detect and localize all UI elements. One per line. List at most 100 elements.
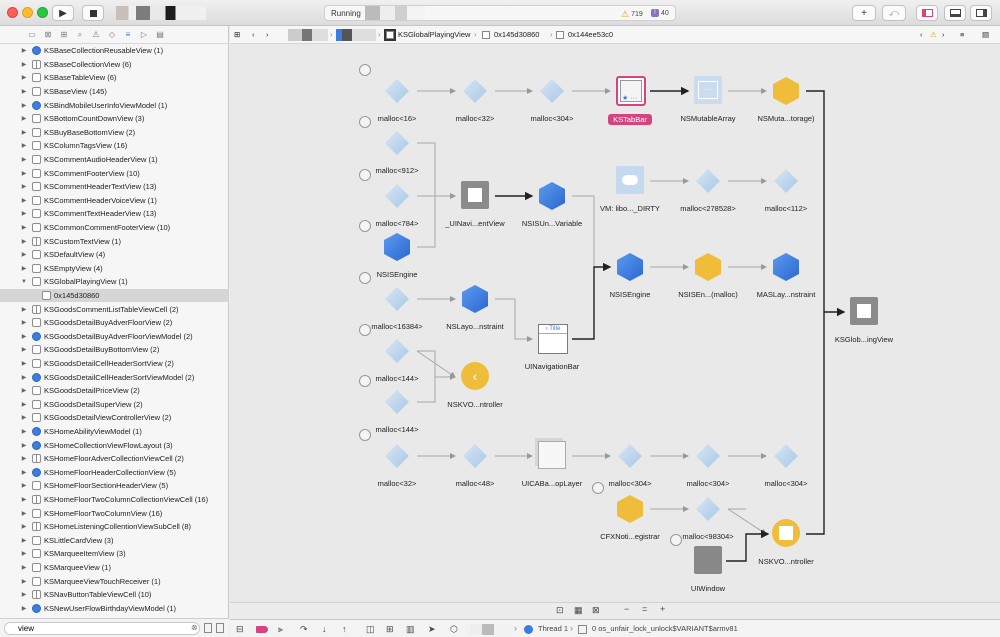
sidebar-item[interactable]: ▶KSMarqueeViewTouchReceiver (1) xyxy=(0,574,229,588)
disclosure-collapsed-icon[interactable]: ▶ xyxy=(21,469,27,476)
sidebar-item[interactable]: ▶KSCommentFooterView (10) xyxy=(0,166,229,180)
zoom-in-icon[interactable]: + xyxy=(660,604,666,614)
toggle-navigator-button[interactable] xyxy=(916,5,938,21)
disclosure-collapsed-icon[interactable]: ▶ xyxy=(21,497,27,504)
sidebar-item[interactable]: ▶KSHomeFloorHeaderCollectionView (5) xyxy=(0,466,229,480)
environment-overrides-icon[interactable]: ▥ xyxy=(406,624,415,634)
sidebar-item[interactable]: ▼KSGlobalPlayingView (1) xyxy=(0,275,229,289)
issues-badge[interactable]: ! 40 xyxy=(651,9,669,17)
sidebar-item[interactable]: ▶KSNewUserFlowBirthdayViewModel (1) xyxy=(0,602,229,614)
symbol-icon[interactable]: ⊞ xyxy=(60,30,68,39)
filter-option-icon[interactable] xyxy=(204,623,212,633)
disclosure-collapsed-icon[interactable]: ▶ xyxy=(21,129,27,136)
forward-icon[interactable]: › xyxy=(266,30,269,39)
app-icon[interactable]: ⬡ xyxy=(450,624,458,634)
step-out-icon[interactable]: ↑ xyxy=(342,624,347,634)
step-in-icon[interactable]: ↓ xyxy=(322,624,327,634)
disclosure-collapsed-icon[interactable]: ▶ xyxy=(21,483,27,490)
sidebar-item[interactable]: ▶KSGoodsDetailPriceView (2) xyxy=(0,384,229,398)
sidebar-item[interactable]: ▶KSBindMobileUserInfoViewModel (1) xyxy=(0,98,229,112)
sidebar-item[interactable]: ▶KSGoodsCommentListTableViewCell (2) xyxy=(0,302,229,316)
disclosure-collapsed-icon[interactable]: ▶ xyxy=(21,333,27,340)
filter-input[interactable] xyxy=(4,622,200,635)
breakpoint-icon[interactable]: ▷ xyxy=(140,30,148,39)
sidebar-item[interactable]: ▶KSGoodsDetailBuyAdverFloorViewModel (2) xyxy=(0,330,229,344)
simulate-location-icon[interactable]: ➤ xyxy=(428,624,436,634)
sidebar-item[interactable]: ▶KSNavButtonTableViewCell (10) xyxy=(0,588,229,602)
disclosure-collapsed-icon[interactable]: ▶ xyxy=(21,592,27,599)
filter-option2-icon[interactable] xyxy=(216,623,224,633)
sidebar-item[interactable]: ▶KSHomeFloorTwoColumnView (16) xyxy=(0,506,229,520)
editor-options-icon[interactable]: ▤ xyxy=(982,30,990,39)
folder-icon[interactable]: ▭ xyxy=(28,30,36,39)
sidebar-item[interactable]: ▶KSBottomCountDownView (3) xyxy=(0,112,229,126)
toggle-inspector-button[interactable] xyxy=(970,5,992,21)
crumb-addr1[interactable]: 0x145d30860 xyxy=(494,30,540,39)
sidebar-item[interactable]: ▶KSEmptyView (4) xyxy=(0,262,229,276)
library-add-button[interactable]: + xyxy=(852,5,876,21)
sidebar-item[interactable]: 0x145d30860 xyxy=(0,288,229,303)
disclosure-collapsed-icon[interactable]: ▶ xyxy=(21,75,27,82)
disclosure-collapsed-icon[interactable]: ▶ xyxy=(21,61,27,68)
sidebar-item[interactable]: ▶KSCommentAudioHeaderView (1) xyxy=(0,153,229,167)
disclosure-collapsed-icon[interactable]: ▶ xyxy=(21,265,27,272)
next-issue-icon[interactable]: › xyxy=(942,30,945,39)
crumb-class[interactable]: KSGlobalPlayingView xyxy=(398,30,471,39)
zoom-window-button[interactable] xyxy=(37,7,48,18)
clear-filter-icon[interactable]: ⊗ xyxy=(191,623,198,632)
sidebar-item[interactable]: ▶KSLittleCardView (3) xyxy=(0,534,229,548)
sidebar-item[interactable]: ▶KSDefaultView (4) xyxy=(0,248,229,262)
frame-label[interactable]: 0 os_unfair_lock_unlock$VARIANT$armv81 xyxy=(592,624,738,633)
disclosure-collapsed-icon[interactable]: ▶ xyxy=(21,415,27,422)
sidebar-item[interactable]: ▶KSCustomTextView (1) xyxy=(0,234,229,248)
crumb-addr2[interactable]: 0x144ee53c0 xyxy=(568,30,614,39)
disclosure-collapsed-icon[interactable]: ▶ xyxy=(21,252,27,259)
warnings-badge[interactable]: ⚠ 719 xyxy=(621,9,643,20)
prev-issue-icon[interactable]: ‹ xyxy=(920,30,923,39)
step-over-icon[interactable]: ↷ xyxy=(300,624,308,634)
disclosure-collapsed-icon[interactable]: ▶ xyxy=(21,361,27,368)
sidebar-item[interactable]: ▶KSHomeFloorAdverCollectionViewCell (2) xyxy=(0,452,229,466)
show-labels-icon[interactable]: ▦ xyxy=(574,605,583,615)
disclosure-collapsed-icon[interactable]: ▶ xyxy=(21,401,27,408)
zoom-reset-icon[interactable]: = xyxy=(642,604,648,614)
sidebar-item[interactable]: ▶KSCommentHeaderTextView (13) xyxy=(0,180,229,194)
disclosure-collapsed-icon[interactable]: ▶ xyxy=(21,320,27,327)
disclosure-collapsed-icon[interactable]: ▶ xyxy=(21,374,27,381)
sidebar-item[interactable]: ▶KSBaseCollectionView (6) xyxy=(0,58,229,72)
sidebar-item[interactable]: ▶KSColumnTagsView (16) xyxy=(0,139,229,153)
disclosure-collapsed-icon[interactable]: ▶ xyxy=(21,605,27,612)
export-graph-icon[interactable]: ⊡ xyxy=(556,605,564,615)
disclosure-collapsed-icon[interactable]: ▶ xyxy=(21,102,27,109)
fit-graph-icon[interactable]: ⊠ xyxy=(592,605,600,615)
disclosure-collapsed-icon[interactable]: ▶ xyxy=(21,225,27,232)
run-button[interactable]: ▶ xyxy=(52,5,74,21)
sidebar-item[interactable]: ▶KSGoodsDetailSuperView (2) xyxy=(0,398,229,412)
sidebar-item[interactable]: ▶KSGoodsDetailBuyAdverFloorView (2) xyxy=(0,316,229,330)
sidebar-item[interactable]: ▶KSHomeAbilityViewModel (1) xyxy=(0,425,229,439)
close-window-button[interactable] xyxy=(7,7,18,18)
view-hierarchy-icon[interactable]: ◫ xyxy=(366,624,375,634)
disclosure-collapsed-icon[interactable]: ▶ xyxy=(21,89,27,96)
disclosure-collapsed-icon[interactable]: ▶ xyxy=(21,442,27,449)
disclosure-collapsed-icon[interactable]: ▶ xyxy=(21,347,27,354)
sidebar-item[interactable]: ▶KSCommentHeaderVoiceView (1) xyxy=(0,194,229,208)
disclosure-collapsed-icon[interactable]: ▶ xyxy=(21,48,27,55)
disclosure-collapsed-icon[interactable]: ▶ xyxy=(21,197,27,204)
disclosure-collapsed-icon[interactable]: ▶ xyxy=(21,116,27,123)
sidebar-item[interactable]: ▶KSBaseTableView (6) xyxy=(0,71,229,85)
sidebar-item[interactable]: ▶KSCommentTextHeaderView (13) xyxy=(0,207,229,221)
memory-graph-icon[interactable]: ⊞ xyxy=(386,624,394,634)
hide-debug-icon[interactable]: ⊟ xyxy=(236,624,244,634)
sidebar-item[interactable]: ▶KSBuyBaseBottomView (2) xyxy=(0,126,229,140)
disclosure-collapsed-icon[interactable]: ▶ xyxy=(21,238,27,245)
disclosure-collapsed-icon[interactable]: ▶ xyxy=(21,157,27,164)
disclosure-expanded-icon[interactable]: ▼ xyxy=(21,278,27,285)
disclosure-collapsed-icon[interactable]: ▶ xyxy=(21,510,27,517)
document-items-icon[interactable]: ≡ xyxy=(960,30,965,39)
continue-icon[interactable]: ⫸ xyxy=(278,624,284,634)
disclosure-collapsed-icon[interactable]: ▶ xyxy=(21,184,27,191)
disclosure-collapsed-icon[interactable]: ▶ xyxy=(21,524,27,531)
disclosure-collapsed-icon[interactable]: ▶ xyxy=(21,170,27,177)
disclosure-collapsed-icon[interactable]: ▶ xyxy=(21,211,27,218)
